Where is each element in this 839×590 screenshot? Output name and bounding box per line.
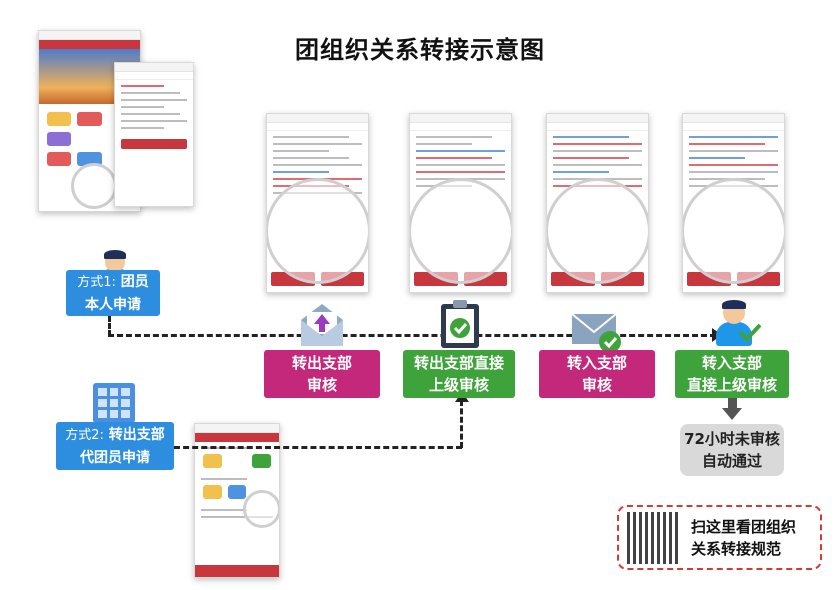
method2-line1: 转出支部 — [108, 426, 165, 443]
upload-envelope-icon — [298, 300, 346, 348]
step2-line1: 转出支部直接 — [413, 354, 504, 372]
method1-line2: 本人申请 — [85, 296, 141, 313]
phone-mockup-step1 — [266, 113, 369, 293]
phone-mockup-form — [114, 62, 194, 207]
zoom-circle — [71, 163, 117, 209]
mail-check-icon — [570, 310, 626, 354]
method1-line1: 团员 — [120, 273, 149, 290]
step3-line1: 转入支部 — [566, 354, 627, 372]
person-check-icon — [712, 298, 762, 348]
step-box-outgoing-branch: 转出支部 审核 — [264, 350, 380, 398]
method2-line2: 代团员申请 — [80, 449, 150, 466]
method1-box: 方式1: 团员 本人申请 — [66, 270, 160, 316]
step2-line2: 上级审核 — [428, 376, 489, 394]
clipboard-check-icon — [439, 298, 481, 350]
method2-box: 方式2: 转出支部 代团员申请 — [56, 422, 174, 470]
arrow-head-auto-pass — [722, 408, 742, 420]
qr-section[interactable]: 扫这里看团组织 关系转接规范 — [617, 505, 822, 570]
arrow-down-auto-pass — [728, 398, 737, 410]
auto-pass-line2: 自动通过 — [701, 452, 762, 470]
step4-line1: 转入支部 — [701, 354, 762, 372]
phone-mockup-step2 — [409, 113, 512, 293]
flow-line-method1-down — [108, 316, 111, 336]
flow-line-main — [108, 334, 716, 337]
diagram-title: 团组织关系转接示意图 — [295, 36, 545, 64]
phone-mockup-step4 — [682, 113, 785, 293]
phone-mockup-step3 — [546, 113, 649, 293]
method2-prefix: 方式2: — [65, 427, 104, 443]
qr-text-line1: 扫这里看团组织 — [691, 518, 797, 536]
auto-pass-line1: 72小时未审核 — [684, 430, 780, 448]
step4-line2: 直接上级审核 — [686, 376, 777, 394]
flow-line-method2-up — [460, 400, 463, 448]
flow-line-method2 — [174, 446, 462, 449]
method1-prefix: 方式1: — [77, 274, 116, 290]
step-box-incoming-superior: 转入支部 直接上级审核 — [675, 350, 789, 398]
step1-line1: 转出支部 — [291, 354, 352, 372]
building-icon — [93, 383, 135, 423]
step-box-outgoing-superior: 转出支部直接 上级审核 — [403, 350, 515, 398]
step1-line2: 审核 — [306, 376, 337, 394]
qr-text-line2: 关系转接规范 — [691, 540, 782, 558]
qr-code-icon[interactable] — [627, 512, 679, 564]
step3-line2: 审核 — [581, 376, 612, 394]
step-box-incoming-branch: 转入支部 审核 — [539, 350, 655, 398]
auto-pass-box: 72小时未审核 自动通过 — [680, 424, 784, 476]
